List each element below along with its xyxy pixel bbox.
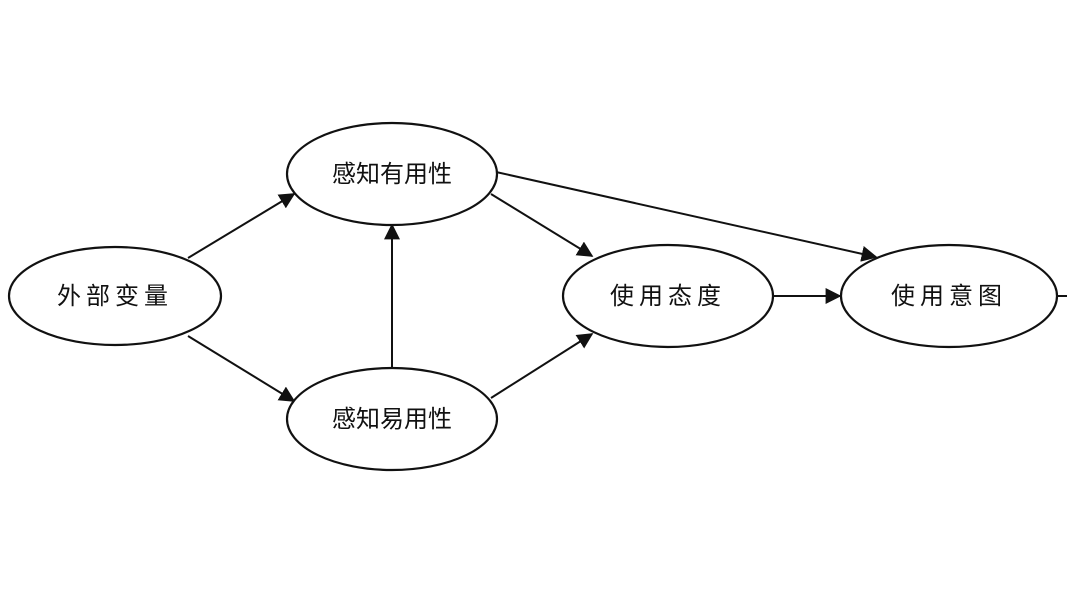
node-external-variables-label: 外部变量 xyxy=(57,282,173,310)
edge-ease-to-attitude xyxy=(490,333,594,399)
edge-external-to-usefulness xyxy=(187,193,296,259)
edge-external-to-ease xyxy=(187,335,296,402)
edge-usefulness-to-intention xyxy=(495,171,878,262)
node-intention: 使用意图 xyxy=(839,243,1059,349)
node-perceived-ease-of-use-label: 感知易用性 xyxy=(332,405,452,433)
node-perceived-ease-of-use: 感知易用性 xyxy=(285,366,499,472)
edge-usefulness-to-attitude xyxy=(490,193,594,257)
node-attitude: 使用态度 xyxy=(561,243,775,349)
node-intention-label: 使用意图 xyxy=(891,282,1007,310)
node-perceived-usefulness-label: 感知有用性 xyxy=(332,160,452,188)
node-external-variables: 外部变量 xyxy=(7,245,223,347)
node-perceived-usefulness: 感知有用性 xyxy=(285,121,499,227)
node-attitude-label: 使用态度 xyxy=(610,282,726,310)
